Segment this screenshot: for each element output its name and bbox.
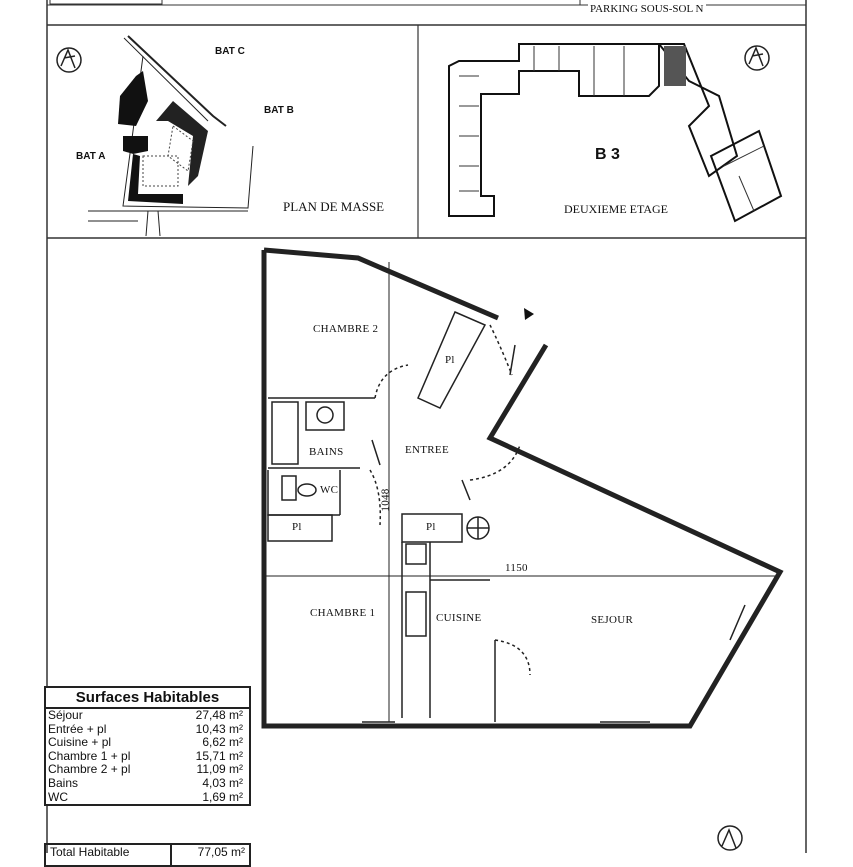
room-area: 1,69 m² [202,789,243,804]
parking-label: PARKING SOUS-SOL N [588,3,706,16]
floor-key-plan-drawing [448,43,783,223]
dimension-vertical: 1048 [379,488,392,512]
surfaces-table: Surfaces Habitables Séjour 27,48 m² Entré… [44,686,251,807]
room-label-sejour: SEJOUR [591,614,634,626]
room-label-closet: Pl [426,521,436,533]
room-label-chambre-2: CHAMBRE 2 [313,323,379,335]
table-row: Bains 4,03 m² [46,775,249,791]
total-value: 77,05 m² [197,845,245,859]
north-arrow-icon [744,45,770,71]
total-row: Total Habitable 77,05 m² [44,843,251,867]
table-row: Séjour 27,48 m² [46,708,249,723]
room-label-entree: ENTREE [405,444,449,456]
room-label-cuisine: CUISINE [436,612,482,624]
room-label-closet: Pl [445,354,455,366]
table-row: Chambre 2 + pl 11,09 m² [46,763,249,777]
floor-caption: DEUXIEME ETAGE [564,202,669,216]
room-area: 10,43 m² [195,721,243,736]
room-name: Bains [48,775,79,790]
room-name: Cuisine + pl [48,735,112,750]
north-arrow-icon [717,825,743,851]
bat-a-label: BAT A [76,151,106,162]
room-name: Séjour [48,708,83,722]
table-row: Cuisine + pl 6,62 m² [46,736,249,750]
table-row: Entrée + pl 10,43 m² [46,721,249,737]
room-name: Chambre 1 + pl [48,748,131,763]
room-name: Entrée + pl [48,721,107,736]
table-row: Chambre 1 + pl 15,71 m² [46,748,249,764]
room-name: Chambre 2 + pl [48,762,131,777]
site-plan-drawing [56,35,254,237]
room-area: 15,71 m² [195,748,243,763]
room-label-wc: WC [320,484,339,496]
dimension-horizontal: 1150 [505,562,528,574]
room-name: WC [48,789,68,804]
site-plan-caption: PLAN DE MASSE [283,199,385,214]
bat-b-label: BAT B [264,105,294,116]
table-row: WC 1,69 m² [46,789,249,805]
room-area: 6,62 m² [202,735,243,750]
exterior-walls [261,247,784,729]
entrance-arrow-icon [524,308,534,320]
room-area: 27,48 m² [195,708,243,722]
room-area: 11,09 m² [196,762,243,777]
building-code: B 3 [595,146,620,163]
total-label: Total Habitable [46,845,172,865]
surfaces-title: Surfaces Habitables [46,688,249,709]
room-label-bains: BAINS [309,446,344,458]
room-label-closet: Pl [292,521,302,533]
room-label-chambre-1: CHAMBRE 1 [310,607,376,619]
room-area: 4,03 m² [202,775,243,790]
north-arrow-icon [56,47,82,73]
bat-c-label: BAT C [215,46,245,57]
